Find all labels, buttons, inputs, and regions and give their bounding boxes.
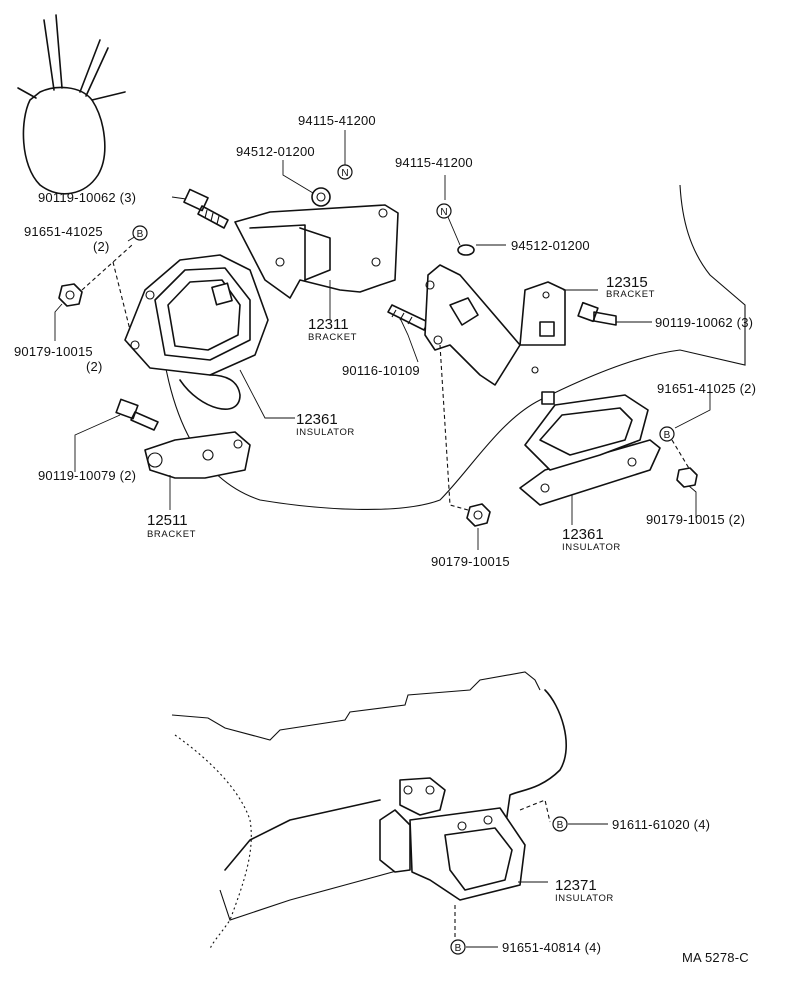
svg-text:B: B: [137, 229, 144, 240]
svg-text:B: B: [557, 820, 564, 831]
marker-b-91611: B: [552, 816, 568, 832]
transmission-housing: [171, 671, 568, 951]
nut-90179-center: [466, 503, 491, 527]
label-91651-41025-right: 91651-41025 (2): [657, 381, 756, 396]
washer-94512-right: [457, 244, 475, 256]
svg-text:B: B: [455, 943, 462, 954]
label-90179-10015-left: 90179-10015: [14, 344, 93, 359]
label-12511: 12511: [147, 512, 188, 529]
label-94512-01200-right: 94512-01200: [511, 238, 590, 253]
marker-n-left: N: [337, 164, 353, 180]
dash-line-left-nut: [81, 244, 133, 291]
diagram-code: MA 5278-C: [682, 950, 749, 965]
stud-90116-10109: [387, 304, 429, 331]
label-94115-41200-right: 94115-41200: [395, 155, 473, 170]
washer-94512-left: [311, 187, 331, 207]
label-12311: 12311: [308, 316, 349, 333]
marker-b-right: B: [659, 426, 675, 442]
nut-90179-left: [58, 283, 83, 307]
label-12315-name: BRACKET: [606, 289, 655, 300]
label-12511-name: BRACKET: [147, 529, 196, 540]
svg-text:B: B: [664, 430, 671, 441]
label-90119-10079: 90119-10079 (2): [38, 468, 136, 483]
bracket-12511: [144, 431, 251, 479]
label-91651-40814: 91651-40814 (4): [502, 940, 601, 955]
label-90179-10015-center: 90179-10015: [431, 554, 510, 569]
label-91611-61020: 91611-61020 (4): [612, 817, 710, 832]
marker-b-91651-40814: B: [450, 939, 466, 955]
bracket-12311: [234, 204, 399, 299]
engine-outline: [159, 184, 746, 510]
bolt-90119-10062-left: [183, 188, 229, 229]
label-90119-10062-right: 90119-10062 (3): [655, 315, 753, 330]
marker-n-right: N: [436, 203, 452, 219]
bolt-90119-10062-right: [577, 301, 617, 326]
label-94115-41200-left: 94115-41200: [298, 113, 376, 128]
label-90179-10015-right: 90179-10015 (2): [646, 512, 745, 527]
label-12371: 12371: [555, 877, 597, 894]
leader-lines: [54, 130, 711, 948]
marker-b-left: B: [132, 225, 148, 241]
nut-90179-right: [676, 467, 698, 488]
insulator-12361-left: [124, 254, 269, 410]
label-12315: 12315: [606, 274, 648, 291]
label-91651-41025-left: 91651-41025: [24, 224, 103, 239]
bracket-12315: [424, 264, 566, 386]
bolt-90119-10079: [115, 398, 159, 431]
label-12361-right-name: INSULATOR: [562, 542, 621, 553]
label-12361-left: 12361: [296, 411, 338, 428]
label-12311-name: BRACKET: [308, 332, 357, 343]
svg-text:N: N: [440, 207, 447, 218]
label-12361-left-name: INSULATOR: [296, 427, 355, 438]
label-12371-name: INSULATOR: [555, 893, 614, 904]
label-91651-41025-left-qty: (2): [93, 239, 110, 254]
label-90116-10109: 90116-10109: [342, 363, 420, 378]
label-90179-10015-left-qty: (2): [86, 359, 103, 374]
svg-text:N: N: [341, 168, 348, 179]
label-90119-10062-left: 90119-10062 (3): [38, 190, 136, 205]
label-94512-01200-left: 94512-01200: [236, 144, 315, 159]
label-12361-right: 12361: [562, 526, 604, 543]
insulator-12371: [379, 777, 526, 901]
insulator-12361-right: [519, 391, 661, 506]
engine-fan-outline: [17, 14, 126, 195]
dash-line-left-vert: [112, 261, 131, 331]
